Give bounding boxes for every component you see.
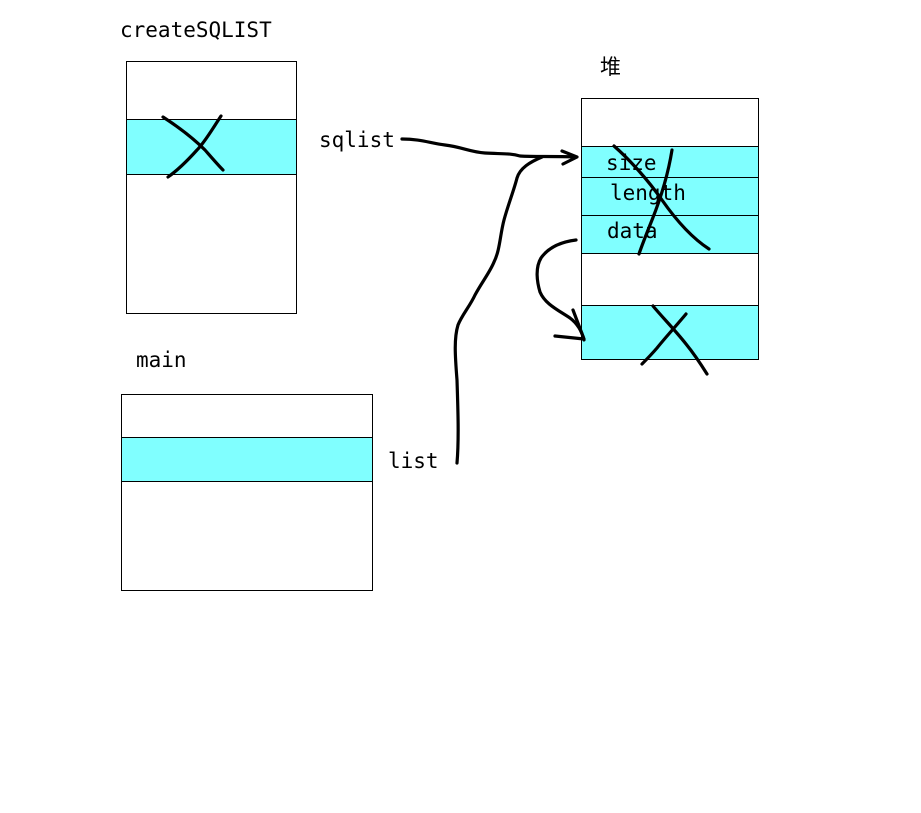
- create-frame-sqlist-slot: [127, 119, 296, 175]
- list-pointer-label: list: [388, 449, 439, 473]
- sqlist-arrow: [400, 137, 578, 159]
- create-frame-title: createSQLIST: [120, 18, 272, 42]
- list-arrow: [453, 155, 544, 465]
- data-arrow: [535, 238, 586, 342]
- heap-field-data: data: [607, 219, 658, 243]
- create-frame-box: [126, 61, 297, 314]
- main-frame-list-slot: [122, 437, 372, 482]
- data-arrowhead: [553, 308, 586, 341]
- main-frame-title: main: [136, 348, 187, 372]
- heap-title: 堆: [600, 55, 621, 79]
- heap-data-array-cell: [582, 305, 758, 360]
- heap-field-size: size: [606, 151, 657, 175]
- sqlist-arrowhead: [560, 149, 579, 166]
- main-frame-box: [121, 394, 373, 591]
- heap-field-length: length: [610, 181, 686, 205]
- sqlist-pointer-label: sqlist: [319, 128, 395, 152]
